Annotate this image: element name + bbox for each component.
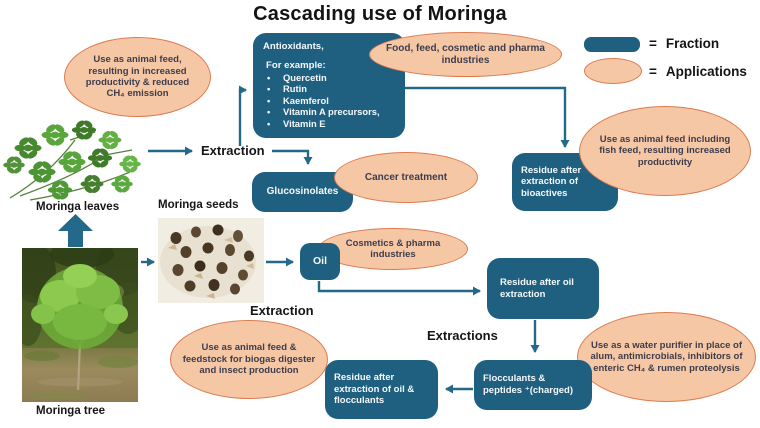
caption-moringa-leaves: Moringa leaves — [36, 201, 120, 213]
fraction-box-residue-oil: Residue after oil extraction — [487, 258, 599, 319]
antioxidants-item: Vitamin A precursors, — [263, 106, 380, 118]
legend-fraction-swatch — [584, 37, 640, 52]
fraction-box-oil: Oil — [300, 243, 340, 280]
block-arrow-tree-to-leaves — [58, 214, 93, 247]
application-biogas-insect: Use as animal feed & feedstock for bioga… — [170, 320, 328, 399]
page-title: Cascading use of Moringa — [253, 3, 507, 25]
antioxidants-item: Vitamin E — [263, 118, 380, 130]
label-extractions: Extractions — [427, 328, 498, 343]
application-industries: Food, feed, cosmetic and pharma industri… — [369, 32, 562, 77]
legend-fraction-label: Fraction — [665, 36, 720, 51]
application-cancer-treatment: Cancer treatment — [334, 152, 478, 203]
antioxidants-subtitle: For example: — [266, 59, 326, 71]
application-fish-feed: Use as animal feed including fish feed, … — [579, 106, 751, 196]
fraction-box-residue-oil-flocculants: Residue after extraction of oil & floccu… — [325, 360, 438, 419]
antioxidants-list: Quercetin Rutin Kaemferol Vitamin A prec… — [263, 72, 380, 130]
arrow-oil-to-residue-oil — [317, 281, 481, 296]
arrow-extraction-to-antioxidants — [238, 85, 247, 146]
antioxidants-item: Rutin — [263, 83, 380, 95]
arrow-extraction-to-glucosinolates — [272, 149, 313, 165]
application-water-purifier: Use as a water purifier in place of alum… — [577, 312, 756, 402]
application-cosmetics-pharma: Cosmetics & pharma industries — [318, 228, 468, 270]
label-extraction-seeds: Extraction — [250, 303, 314, 318]
fraction-box-flocculants: Flocculants & peptides ⁺(charged) — [474, 360, 592, 410]
antioxidants-title: Antioxidants, — [263, 41, 324, 52]
arrow-antioxidants-to-residue-bioactives — [405, 86, 570, 148]
legend-applications-entry: = Applications — [649, 64, 747, 79]
legend-fraction-entry: = Fraction — [649, 36, 719, 51]
antioxidants-item: Kaemferol — [263, 95, 380, 107]
legend-applications-label: Applications — [665, 64, 747, 79]
caption-moringa-tree: Moringa tree — [36, 405, 106, 417]
legend-applications-swatch — [584, 58, 642, 84]
moringa-tree-photo — [22, 248, 138, 402]
antioxidants-item: Quercetin — [263, 72, 380, 84]
application-leaf-animal-feed: Use as animal feed, resulting in increas… — [64, 37, 211, 117]
legend-equals-sign: = — [649, 64, 657, 79]
moringa-leaves-photo — [3, 118, 141, 202]
label-extraction-leaves: Extraction — [201, 143, 265, 158]
caption-moringa-seeds: Moringa seeds — [158, 199, 239, 211]
moringa-seeds-photo — [158, 218, 264, 303]
legend-equals-sign: = — [649, 36, 657, 51]
